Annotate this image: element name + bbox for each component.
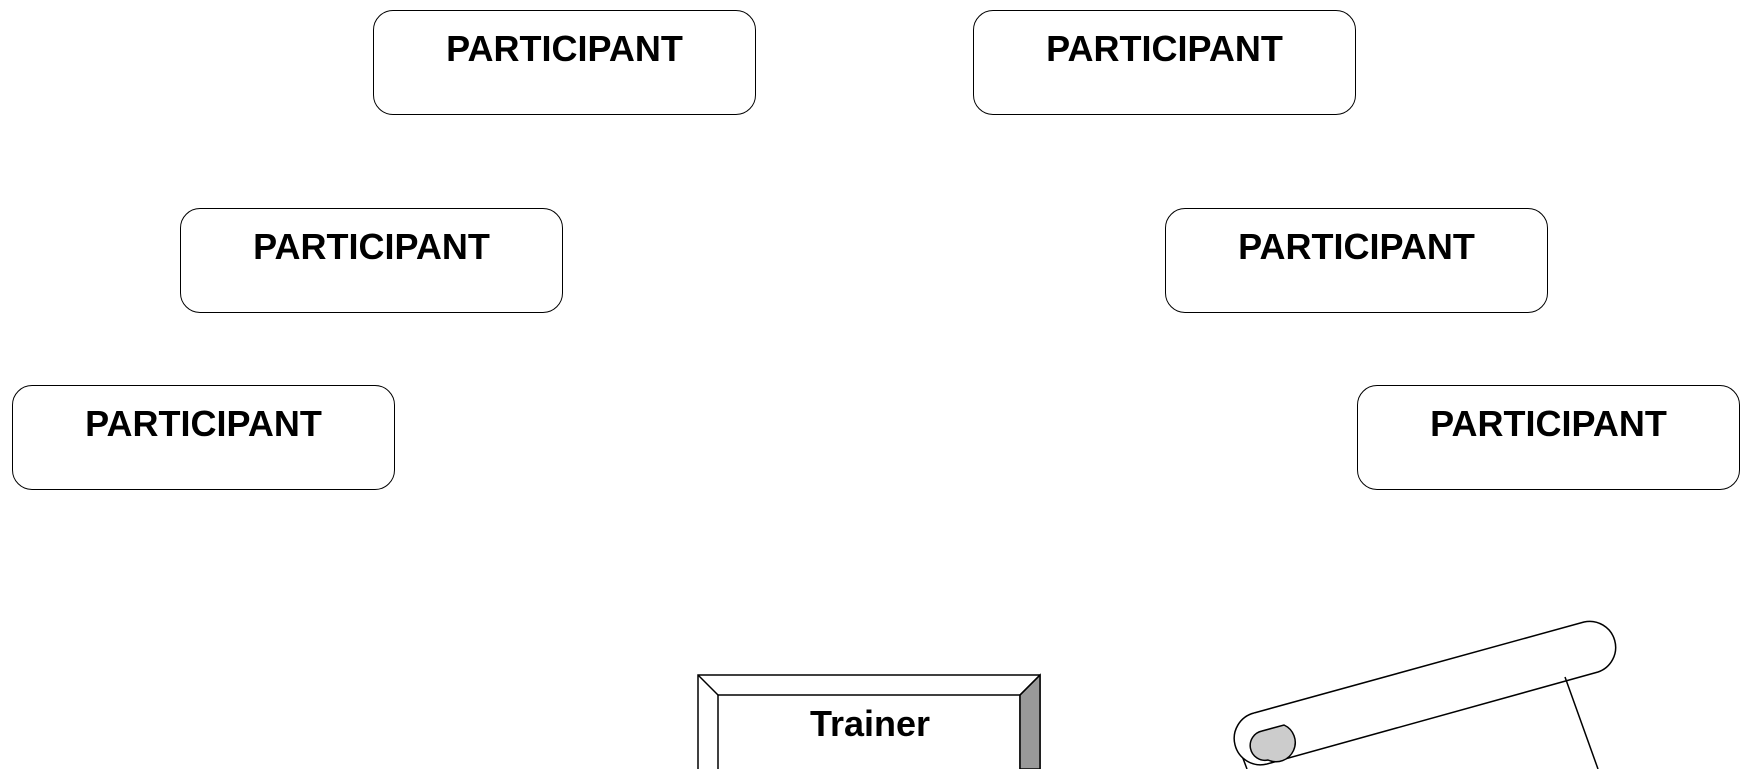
trainer-frame-miter <box>697 674 719 696</box>
participant-label: PARTICIPANT <box>1430 403 1667 444</box>
participant-box-middle-left: PARTICIPANT <box>180 208 563 313</box>
participant-label: PARTICIPANT <box>253 226 490 267</box>
trainer-label: Trainer <box>809 703 931 744</box>
participant-label: PARTICIPANT <box>1046 28 1283 69</box>
participant-box-bottom-left: PARTICIPANT <box>12 385 395 490</box>
participant-label: PARTICIPANT <box>446 28 683 69</box>
participant-box-middle-right: PARTICIPANT <box>1165 208 1548 313</box>
participant-label: PARTICIPANT <box>85 403 322 444</box>
participant-box-top-right: PARTICIPANT <box>973 10 1356 115</box>
participant-label: PARTICIPANT <box>1238 226 1475 267</box>
participant-box-bottom-right: PARTICIPANT <box>1357 385 1740 490</box>
trainer-frame-miter <box>1019 674 1041 696</box>
participant-box-top-left: PARTICIPANT <box>373 10 756 115</box>
